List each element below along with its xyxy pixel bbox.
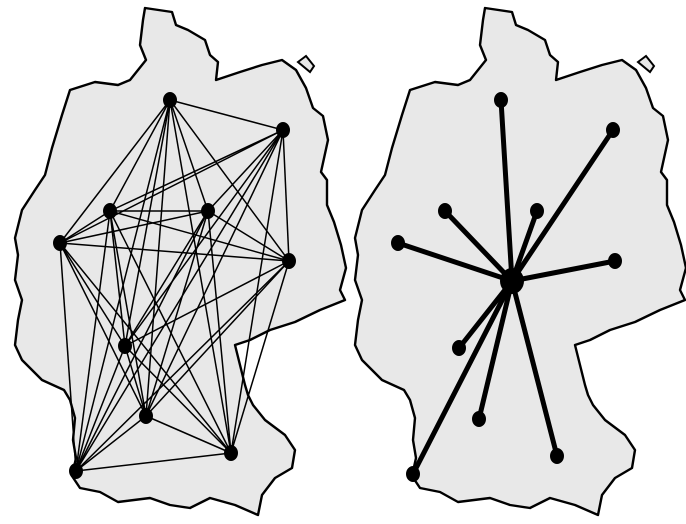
star-link — [509, 278, 560, 459]
mesh-node — [69, 463, 83, 479]
panel-full-mesh — [13, 6, 348, 517]
mesh-link — [75, 210, 111, 472]
mesh-links — [59, 99, 290, 472]
star-node — [608, 253, 622, 269]
mesh-node — [282, 253, 296, 269]
mesh-link — [282, 129, 290, 262]
mesh-link — [124, 345, 232, 454]
mesh-link — [145, 99, 171, 417]
mesh-link — [169, 99, 232, 454]
mesh-link — [124, 210, 209, 347]
star-link — [498, 97, 515, 284]
star-node — [406, 466, 420, 482]
mesh-link — [109, 210, 290, 262]
mesh-link — [124, 345, 147, 417]
mesh-link — [59, 242, 77, 472]
mesh-link — [59, 99, 171, 244]
mesh-link — [59, 242, 147, 417]
mesh-link — [207, 210, 290, 262]
star-link — [476, 278, 515, 422]
star-link — [509, 127, 616, 284]
star-node — [391, 235, 405, 251]
mesh-link — [75, 210, 209, 472]
country-outline-left — [13, 6, 348, 517]
star-node — [472, 411, 486, 427]
mesh-link — [59, 210, 111, 244]
mesh-link — [124, 260, 290, 347]
mesh-link — [75, 452, 232, 472]
mesh-link — [145, 210, 209, 417]
mesh-link — [109, 129, 284, 212]
mesh-link — [59, 210, 209, 244]
mesh-link — [75, 129, 284, 472]
mesh-link — [145, 415, 232, 454]
mesh-node — [163, 92, 177, 108]
mesh-link — [124, 99, 171, 347]
star-node — [530, 203, 544, 219]
mesh-node — [53, 235, 67, 251]
mesh-nodes — [53, 92, 296, 479]
mesh-node — [139, 408, 153, 424]
star-node — [550, 448, 564, 464]
star-link — [410, 278, 515, 477]
mesh-link — [75, 345, 126, 472]
mesh-link — [59, 242, 232, 454]
star-nodes — [391, 92, 622, 482]
mesh-node — [118, 338, 132, 354]
star-node — [452, 340, 466, 356]
mesh-link — [207, 210, 232, 454]
mesh-node — [276, 122, 290, 138]
mesh-link — [145, 260, 290, 417]
mesh-link — [109, 99, 171, 212]
island-outline-right — [636, 54, 656, 74]
mesh-link — [59, 129, 284, 244]
mesh-link — [169, 99, 284, 131]
star-node — [606, 122, 620, 138]
mesh-link — [75, 415, 147, 472]
mesh-link — [59, 242, 126, 347]
star-link — [456, 278, 515, 351]
mesh-link — [109, 210, 232, 454]
mesh-node — [201, 203, 215, 219]
star-link — [509, 258, 618, 284]
star-link — [395, 240, 515, 284]
star-node — [494, 92, 508, 108]
mesh-link — [207, 129, 284, 212]
mesh-link — [59, 242, 290, 262]
mesh-link — [109, 210, 147, 417]
mesh-link — [169, 99, 209, 212]
mesh-link — [109, 210, 126, 347]
star-node — [438, 203, 452, 219]
mesh-link — [230, 260, 290, 454]
mesh-link — [169, 99, 290, 262]
star-hub-node — [500, 268, 524, 294]
star-link — [442, 208, 515, 284]
mesh-link — [75, 260, 290, 472]
mesh-node — [224, 445, 238, 461]
island-outline-left — [296, 54, 316, 74]
mesh-node — [103, 203, 117, 219]
panel-star — [353, 6, 686, 517]
